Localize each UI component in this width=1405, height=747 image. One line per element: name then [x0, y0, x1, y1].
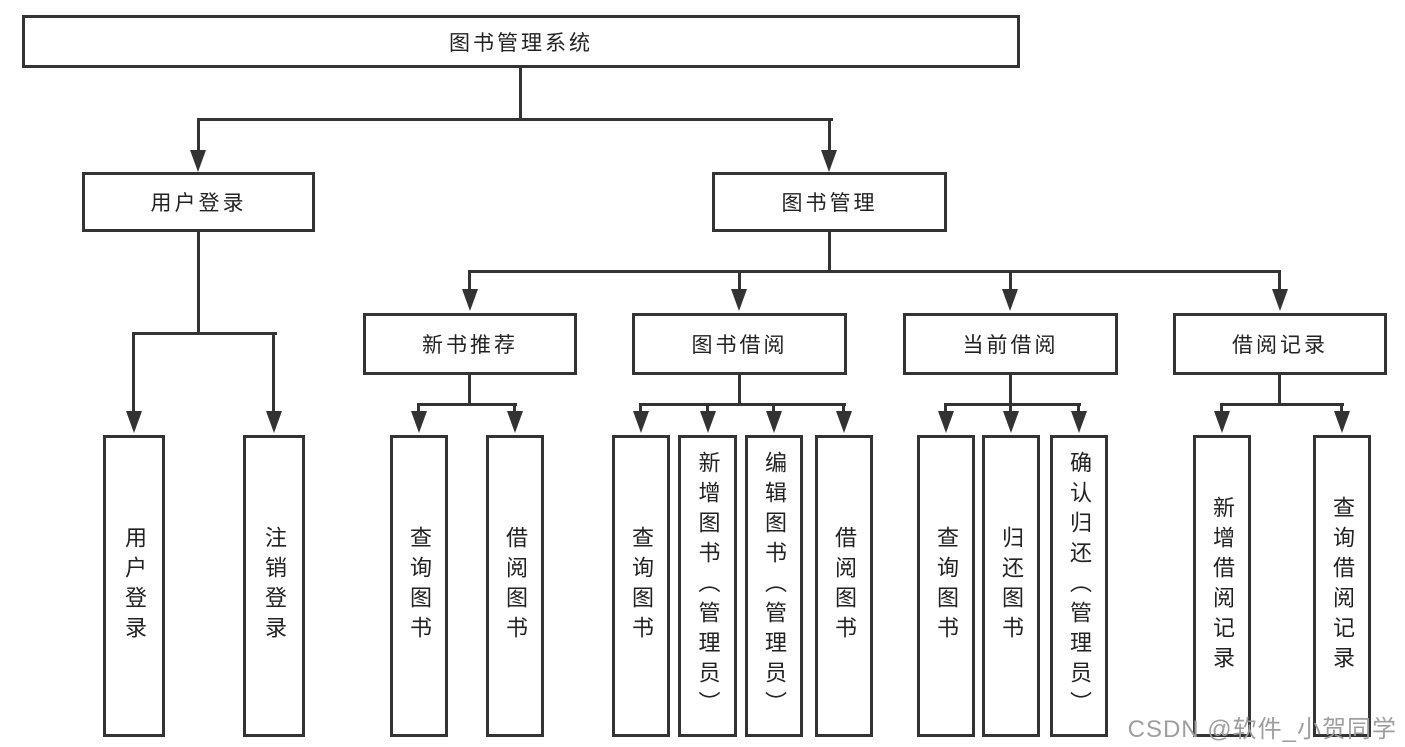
connector-segment — [1009, 273, 1012, 290]
connector-segment — [197, 232, 200, 335]
connector-segment — [639, 406, 642, 412]
node-leaf-edit-books-admin: 编辑图书（管理员） — [745, 435, 803, 737]
connector-segment — [1220, 406, 1223, 412]
node-leaf-logout: 注销登录 — [243, 435, 305, 737]
connector-segment — [132, 335, 135, 411]
arrow-down-icon — [1214, 411, 1230, 433]
node-leaf-borrow-books: 借阅图书 — [815, 435, 873, 737]
arrow-down-icon — [266, 411, 282, 433]
arrow-down-icon — [1002, 289, 1018, 311]
connector-segment — [468, 375, 471, 406]
connector-segment — [519, 68, 522, 121]
arrow-down-icon — [836, 411, 852, 433]
connector-segment — [132, 332, 277, 335]
connector-segment — [272, 335, 275, 411]
connector-segment — [468, 273, 471, 290]
connector-segment — [417, 403, 517, 406]
arrow-down-icon — [411, 411, 427, 433]
arrow-down-icon — [1272, 289, 1288, 311]
connector-segment — [842, 406, 845, 412]
arrow-down-icon — [126, 411, 142, 433]
node-borrowing-records: 借阅记录 — [1173, 313, 1387, 375]
node-leaf-add-borrow-record: 新增借阅记录 — [1193, 435, 1251, 737]
node-user-login: 用户登录 — [82, 172, 315, 232]
connector-segment — [738, 375, 741, 406]
watermark: CSDN @软件_小贺同学 — [1127, 716, 1397, 743]
connector-segment — [828, 232, 831, 273]
connector-segment — [197, 121, 200, 150]
connector-segment — [1077, 406, 1080, 412]
node-root: 图书管理系统 — [22, 15, 1020, 68]
node-book-management: 图书管理 — [712, 172, 947, 232]
arrow-down-icon — [766, 411, 782, 433]
arrow-down-icon — [462, 289, 478, 311]
node-leaf-user-login: 用户登录 — [103, 435, 165, 737]
node-book-borrowing: 图书借阅 — [632, 313, 847, 375]
node-leaf-query-books-borrowing: 查询图书 — [612, 435, 670, 737]
arrow-down-icon — [938, 411, 954, 433]
arrow-down-icon — [700, 411, 716, 433]
arrow-down-icon — [190, 150, 206, 172]
connector-segment — [772, 406, 775, 412]
node-leaf-query-books-recommend: 查询图书 — [390, 435, 448, 737]
node-current-borrowing: 当前借阅 — [903, 313, 1118, 375]
connector-segment — [513, 406, 516, 412]
arrow-down-icon — [1003, 411, 1019, 433]
node-leaf-borrow-books-recommend: 借阅图书 — [486, 435, 544, 737]
node-leaf-add-books-admin: 新增图书（管理员） — [678, 435, 737, 737]
arrow-down-icon — [507, 411, 523, 433]
connector-segment — [1278, 273, 1281, 290]
arrow-down-icon — [1071, 411, 1087, 433]
arrow-down-icon — [633, 411, 649, 433]
connector-segment — [468, 270, 1281, 273]
connector-segment — [944, 403, 1081, 406]
connector-segment — [738, 273, 741, 290]
connector-segment — [706, 406, 709, 412]
node-leaf-query-books-current: 查询图书 — [917, 435, 975, 737]
arrow-down-icon — [821, 150, 837, 172]
connector-segment — [197, 118, 833, 121]
node-leaf-query-borrow-record: 查询借阅记录 — [1313, 435, 1371, 737]
node-leaf-confirm-return-admin: 确认归还（管理员） — [1050, 435, 1108, 737]
connector-segment — [828, 121, 831, 150]
node-leaf-return-books: 归还图书 — [982, 435, 1040, 737]
arrow-down-icon — [1334, 411, 1350, 433]
arrow-down-icon — [731, 289, 747, 311]
connector-segment — [417, 406, 420, 412]
connector-segment — [944, 406, 947, 412]
connector-segment — [1009, 406, 1012, 412]
connector-segment — [1340, 406, 1343, 412]
connector-segment — [639, 403, 846, 406]
node-new-book-recommendation: 新书推荐 — [363, 313, 577, 375]
connector-segment — [1220, 403, 1344, 406]
connector-segment — [1009, 375, 1012, 406]
connector-segment — [1278, 375, 1281, 406]
